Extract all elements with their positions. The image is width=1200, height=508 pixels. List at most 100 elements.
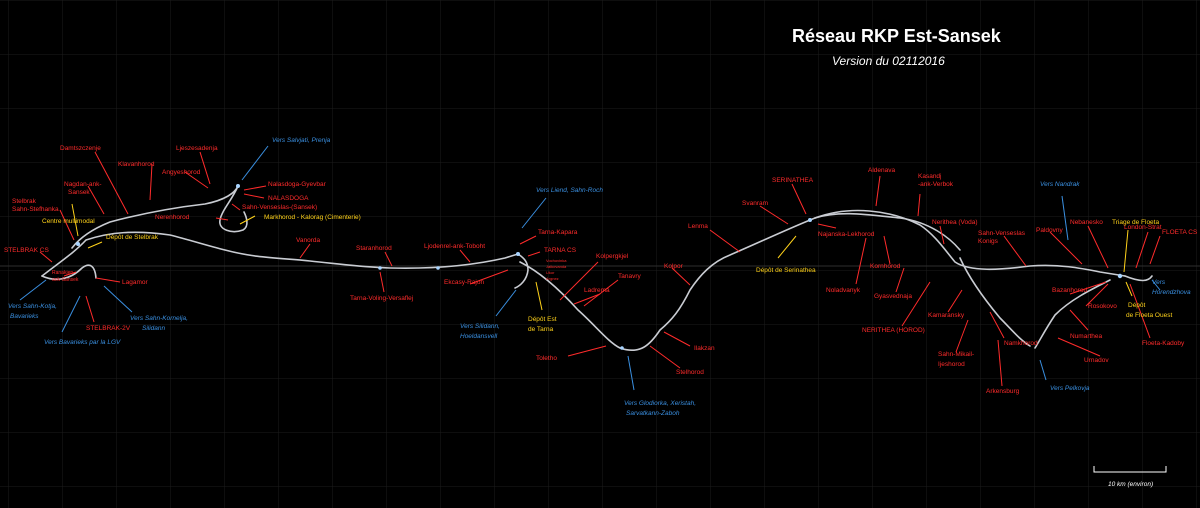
station-label: London-Strat [1124,224,1162,231]
station-label: Numarthea [1070,333,1103,340]
station-label: Gyasvednaja [874,293,912,300]
direction-label: Silidann [142,325,166,332]
track-floeta-east [1124,275,1153,282]
track-stelbrak-south [41,264,97,281]
station-label: Rosokovo [1088,303,1117,310]
station-marker [1117,273,1123,279]
station-marker [808,218,812,222]
station-label: Paldovny [1036,227,1063,234]
direction-labels: Vers Salvjati, Prenja Vers Liend, Sahn-R… [8,137,1191,417]
station-label: Damtszczenje [60,145,101,152]
station-label: Sansek [68,189,90,196]
direction-label: Bavarieks [10,313,39,320]
station-label: Kolpor [664,263,684,270]
station-label: Nerithea (Voda) [932,219,978,226]
station-label: Toletho [536,355,557,362]
track-tarna-junction [514,253,529,289]
station-label: Bazanhorod [1052,287,1087,294]
direction-label: Vers Nandrak [1040,181,1080,188]
station-label: Klavanhorod [118,161,155,168]
direction-label: Vers Silidann, [460,323,500,330]
station-label: FLOETA CS [1162,229,1198,236]
track-loop-west [71,185,239,249]
station-label: ank-Sansek [52,277,79,283]
map-title: Réseau RKP Est-Sansek [792,26,1001,46]
station-marker [436,266,440,270]
station-label: Lagamor [122,279,148,286]
depot-label: de Floeta Ouest [1126,312,1172,319]
station-markers [76,184,1123,350]
direction-label: Vers Glodiorka, Xeristah, [624,400,696,407]
direction-label: Vers Sahn-Kotja, [8,303,57,310]
station-marker [516,252,520,256]
direction-label: Horendzhova [1152,289,1191,296]
station-label: Ladrema [584,287,610,294]
track-main-west [41,231,519,277]
station-label: SERINATHEA [772,177,814,184]
station-label: NALASDOGA [268,195,309,202]
station-label: Sahn-Stefhanka [12,206,59,213]
station-label: Urnadov [1084,357,1109,364]
track-tarna-south [519,217,816,352]
station-label: Kasandj [918,173,942,180]
station-label: Svanram [742,200,768,207]
railway-tracks [41,185,1153,352]
station-label: Vanorda [296,237,320,244]
station-label: Argnez [546,276,559,281]
depot-label: de Tarna [528,326,554,333]
depot-label: Dépôt [1128,302,1146,309]
station-label: Ekcasy-Rajon [444,279,484,286]
station-label: Nerenhorod [155,214,190,221]
direction-label: Vers Pelkovja [1050,385,1090,392]
station-label: Floeta-Kadoby [1142,340,1185,347]
station-label: STELBRAK-2V [86,325,131,332]
track-kamaransky [959,257,1031,347]
station-label: Tarna-Voling-Versaflej [350,295,413,302]
station-label: Ilakzan [694,345,715,352]
direction-label: Vers [1152,279,1166,286]
station-label: Sahn-Venseslas [978,230,1026,237]
direction-label: Sarvatkann-Zaboh [626,410,680,417]
station-label: Nagdan-ank- [64,181,102,188]
depot-label: Centre multimodal [42,218,95,225]
station-label: Stelhorod [676,369,704,376]
station-label: Sahn-Venseslas-(Sansek) [242,204,317,211]
station-label: Aldenava [868,167,895,174]
station-label: Angyeshorod [162,169,201,176]
station-label: Staranhorod [356,245,392,252]
station-label: TARNA CS [544,247,577,254]
station-label: Ljeszesadenja [176,145,218,152]
station-label: STELBRAK CS [4,247,49,254]
direction-label: Vers Sahn-Kornelja, [130,315,188,322]
track-serinathea-east [814,209,1126,277]
depot-labels: Centre multimodal Dépôt de Stelbrak Mark… [42,214,1172,333]
station-label: NERITHEA (HOROD) [862,327,925,334]
scale-label: 10 km (environ) [1108,481,1153,488]
station-label: Namkhorod [1004,340,1038,347]
station-label: Nebanesko [1070,219,1103,226]
station-label: Sahn-Mikail- [938,351,974,358]
track-floeta-south [1034,279,1111,349]
station-label: Lenma [688,223,708,230]
station-label: Ukor [546,270,555,275]
station-marker [378,266,382,270]
station-label: Noladvanyk [826,287,861,294]
station-labels: Damtszczenje Ljeszesadenja Klavanhorod A… [4,145,1198,395]
direction-label: Vers Liend, Sahn-Roch [536,187,603,194]
station-label: Kolpergkjel [596,253,629,260]
station-marker [236,184,240,188]
station-label: Kornhorod [870,263,901,270]
station-label: Arkensburg [986,388,1020,395]
version-label: Version du 02112016 [832,54,945,68]
direction-label: Vers Salvjati, Prenja [272,137,331,144]
scale-bar: 10 km (environ) [1093,466,1167,488]
station-label: Ranakjen- [52,270,75,276]
station-marker [620,346,624,350]
track-serinathea-north [814,212,961,251]
station-label: Vochovinka [546,258,567,263]
depot-label: Dépôt Est [528,316,557,323]
station-label: Ljodenrel-ank-Toboht [424,243,485,250]
label-leaders [19,145,1161,391]
